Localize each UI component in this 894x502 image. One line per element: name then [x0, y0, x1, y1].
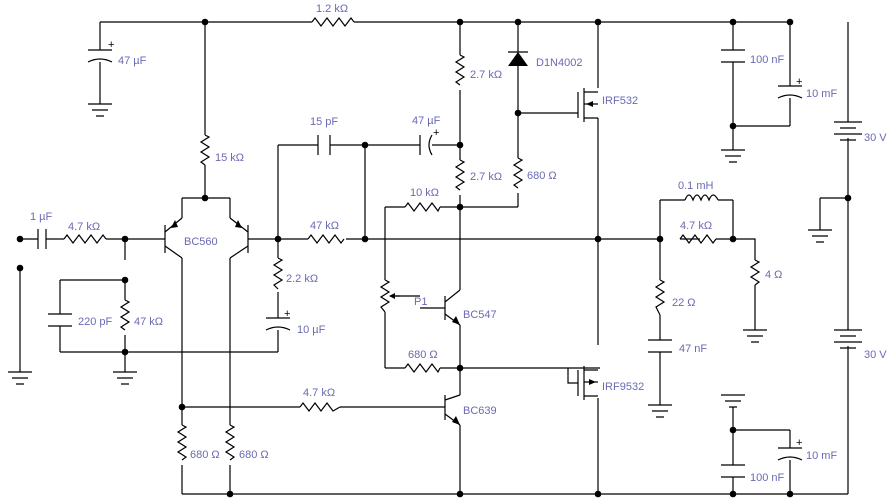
resistor-1k2: [311, 17, 355, 27]
label-r-680-gate: 680 Ω: [527, 170, 557, 182]
label-c-47u-boot: 47 µF: [412, 115, 441, 127]
label-v-bottom: 30 V: [864, 349, 887, 361]
resistor-2k7-a: [454, 54, 466, 86]
mosfet-irf9532: [567, 366, 598, 400]
label-r-load: 4 Ω: [765, 269, 782, 281]
label-r-47k-bias: 47 kΩ: [134, 316, 163, 328]
junction-dots: [16, 18, 852, 498]
transistor-bc547: [420, 289, 461, 326]
label-pot: P1: [414, 296, 427, 308]
label-r-680-right: 680 Ω: [239, 449, 269, 461]
inductor-0-1mh: [684, 194, 719, 202]
svg-text:+: +: [108, 39, 114, 51]
label-c-100n-top: 100 nF: [750, 54, 785, 66]
svg-text:+: +: [796, 437, 802, 449]
label-c-10m-bot: 10 mF: [806, 450, 837, 462]
resistor-4k7-vas: [299, 402, 341, 412]
diode-d1n4002: [508, 51, 528, 66]
resistor-680-gate: [512, 157, 524, 189]
capacitors: + + + + +: [37, 39, 802, 478]
label-c-10u: 10 µF: [297, 324, 326, 336]
resistor-680-right: [224, 424, 236, 461]
svg-text:+: +: [284, 308, 290, 320]
label-c-supply-left: 47 µF: [118, 55, 147, 67]
transistor-bc560-right: [229, 217, 249, 259]
label-v-top: 30 V: [864, 132, 887, 144]
label-r-out-4k7: 4.7 kΩ: [680, 220, 712, 232]
label-r-top: 1.2 kΩ: [316, 3, 348, 15]
label-r-2k2: 2.2 kΩ: [286, 273, 318, 285]
resistor-22: [654, 279, 666, 316]
label-l-out: 0.1 mH: [678, 180, 714, 192]
pot-wiper-arrow: [389, 293, 395, 299]
mosfet-irf532: [577, 88, 598, 122]
resistor-47k-bias: [119, 299, 131, 331]
ground-symbols: [8, 103, 832, 418]
transistor-bc560-left: [164, 217, 183, 259]
label-q-vas: BC639: [463, 405, 497, 417]
label-diode: D1N4002: [536, 57, 582, 69]
resistor-680-left: [176, 424, 188, 461]
transistor-bc639: [444, 394, 461, 426]
resistor-2k2: [272, 257, 284, 290]
label-r-2k7-b: 2.7 kΩ: [470, 171, 502, 183]
label-r-680-vbe: 680 Ω: [408, 349, 438, 361]
resistors: [63, 17, 761, 461]
battery-top: [834, 121, 862, 141]
label-c-in: 1 µF: [30, 211, 53, 223]
label-q-low: IRF9532: [602, 381, 644, 393]
label-r-2k7-a: 2.7 kΩ: [470, 69, 502, 81]
label-c-10m-top: 10 mF: [806, 88, 837, 100]
battery-bottom: [834, 329, 862, 349]
resistor-680-vbe: [404, 363, 441, 374]
label-r-zobel: 22 Ω: [672, 297, 696, 309]
label-c-zobel: 47 nF: [679, 343, 707, 355]
label-q-high: IRF532: [602, 95, 638, 107]
resistor-2k7-b: [454, 159, 466, 191]
potentiometer-p1: [379, 279, 391, 313]
label-q-diffpair: BC560: [184, 236, 218, 248]
label-c-220p: 220 pF: [78, 316, 113, 328]
label-r-in: 4.7 kΩ: [68, 221, 100, 233]
component-labels: 1.2 kΩ 47 µF 15 kΩ 1 µF 4.7 kΩ 220 pF 47…: [30, 3, 887, 484]
resistor-4k7-out: [679, 234, 717, 244]
resistor-47k-fb: [307, 234, 345, 244]
resistor-15k: [199, 134, 211, 166]
label-c-15p: 15 pF: [310, 116, 338, 128]
resistor-4k7-in: [63, 234, 107, 244]
svg-text:+: +: [433, 127, 439, 139]
svg-text:+: +: [796, 76, 802, 88]
resistor-load: [749, 259, 761, 286]
label-q-vbe: BC547: [463, 309, 497, 321]
resistor-10k: [404, 202, 441, 213]
label-r-15k: 15 kΩ: [215, 152, 244, 164]
label-r-680-left: 680 Ω: [190, 449, 220, 461]
label-r-10k: 10 kΩ: [410, 187, 439, 199]
wires: [19, 21, 849, 495]
label-r-fb-47k: 47 kΩ: [310, 220, 339, 232]
label-r-4k7-vas: 4.7 kΩ: [303, 387, 335, 399]
label-c-100n-bot: 100 nF: [750, 472, 785, 484]
